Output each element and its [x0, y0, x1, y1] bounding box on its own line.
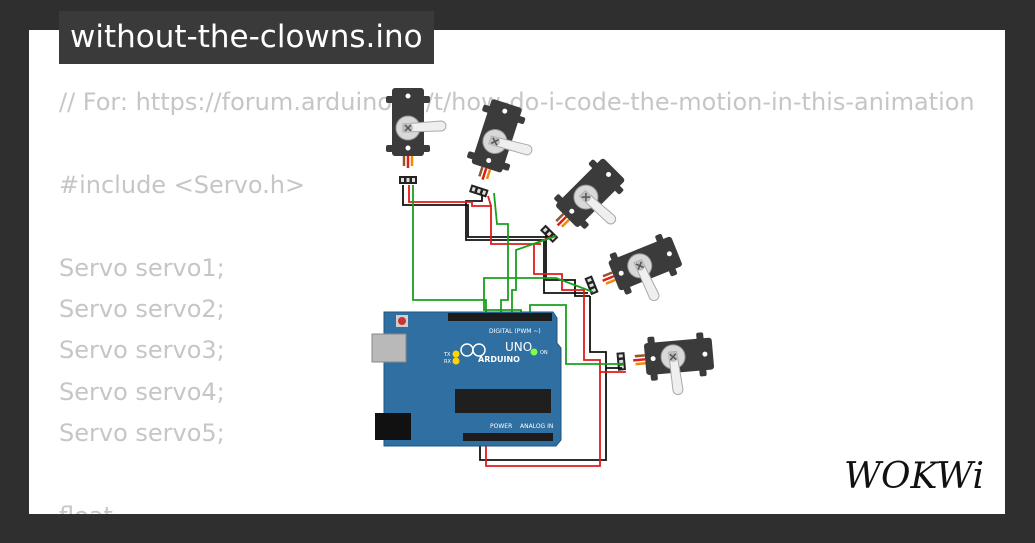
file-title: without-the-clowns.ino [59, 11, 434, 64]
board-name: UNO [505, 340, 532, 354]
power-label: POWER [490, 423, 512, 430]
code-line: Servo servo4; [59, 378, 225, 406]
servo-5[interactable] [614, 330, 718, 401]
usb-port [371, 333, 407, 363]
svg-text:WOKWi: WOKWi [844, 456, 984, 497]
tx-label: TX [443, 352, 451, 358]
signal-wires [412, 185, 624, 365]
wokwi-logo: WOKWi [844, 456, 984, 497]
code-line: Servo servo1; [59, 254, 225, 282]
reset-button-cap [398, 317, 406, 325]
led-on [530, 348, 538, 356]
rx-label: RX [444, 359, 451, 365]
brand-label: ARDUINO [478, 355, 520, 364]
on-label: ON [540, 350, 548, 356]
power-jack [375, 413, 411, 440]
servo-2[interactable] [455, 95, 545, 208]
digital-label: DIGITAL (PWM ~) [489, 328, 541, 335]
power-analog-header [463, 433, 553, 441]
digital-header [448, 313, 552, 321]
code-line: Servo servo3; [59, 336, 225, 364]
code-line: Servo servo5; [59, 419, 225, 447]
code-line: #include <Servo.h> [59, 171, 306, 199]
microcontroller-chip [455, 389, 551, 413]
led-tx [452, 350, 460, 358]
servo-3[interactable] [529, 151, 643, 265]
code-line: float ... [59, 502, 979, 514]
servo-4[interactable] [578, 229, 693, 324]
analog-label: ANALOG IN [520, 423, 553, 430]
code-line: Servo servo2; [59, 295, 225, 323]
ground-wires [402, 185, 622, 461]
led-rx [452, 357, 460, 365]
arduino-uno-board[interactable]: DIGITAL (PWM ~) ARDUINO UNO POWER ANALOG… [371, 311, 562, 447]
servo-1[interactable] [384, 86, 448, 186]
